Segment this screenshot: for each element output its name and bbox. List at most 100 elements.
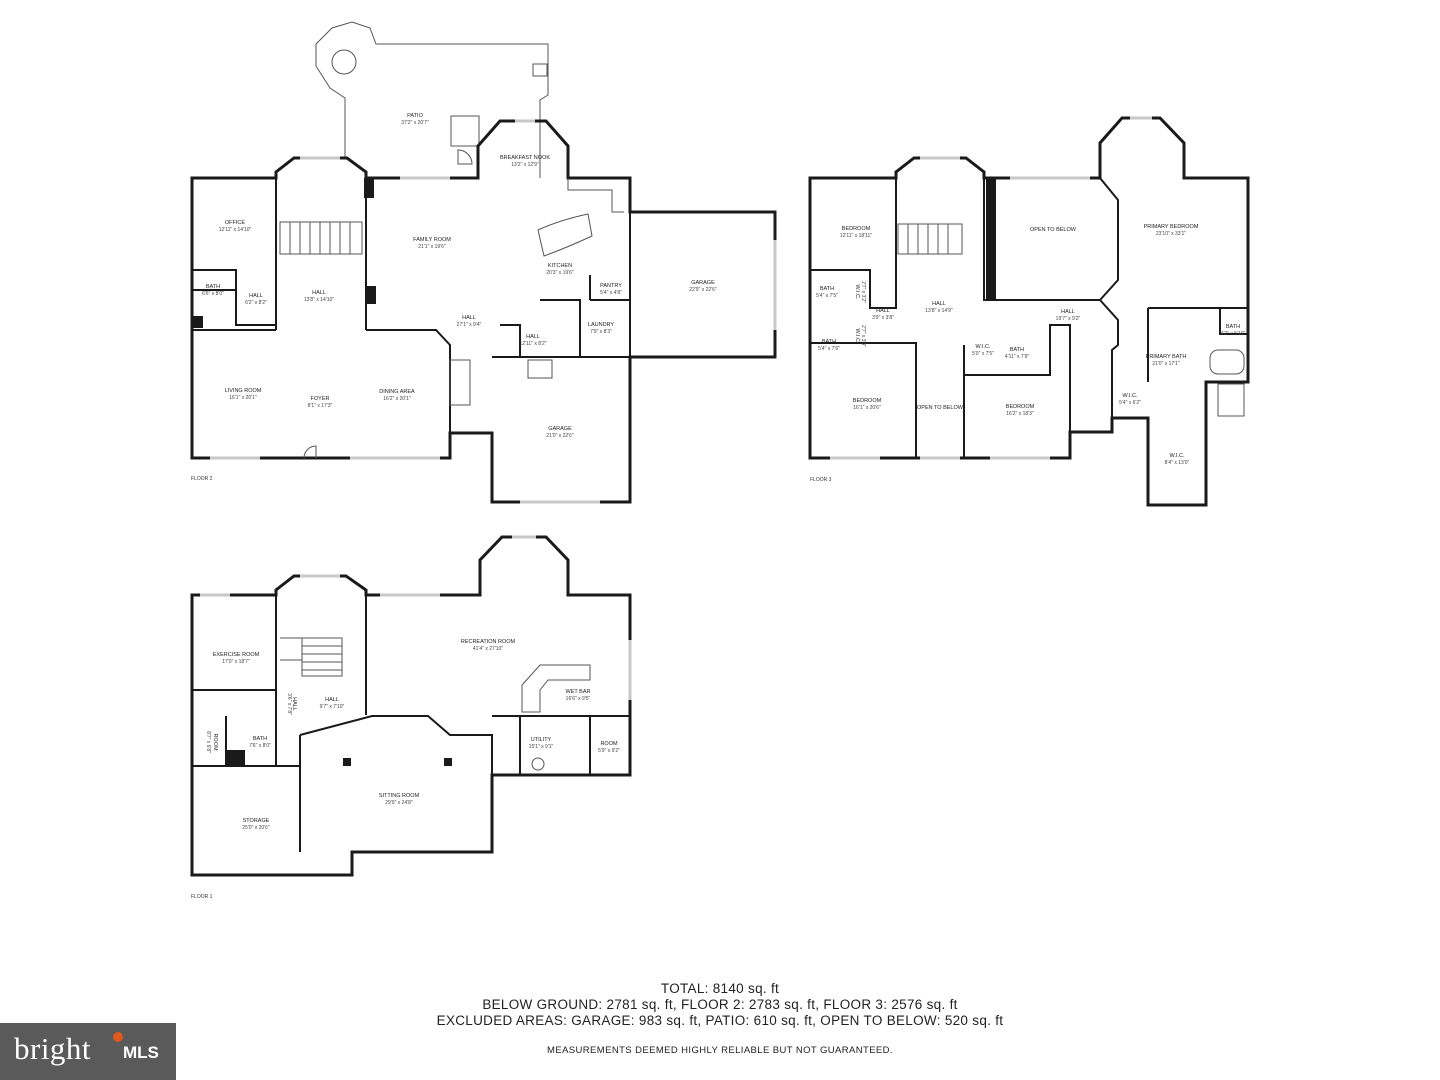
room-name: BEDROOM: [853, 398, 882, 404]
room-dim: 4'2" x 5'10": [1221, 331, 1246, 337]
room-dim: 23'10" x 33'1": [1156, 231, 1186, 237]
room-name: W.I.C.: [1170, 453, 1185, 459]
room-name: PATIO: [407, 113, 423, 119]
room-dim: 5'4" x 7'6": [818, 346, 840, 352]
room-dim: 7'6" x 8'0": [249, 743, 271, 749]
room-name: HALL: [462, 315, 476, 321]
room-dim: 16'2" x 20'1": [383, 396, 411, 402]
floor-2-interior-walls: [192, 178, 631, 433]
room-dim: 25'0" x 20'6": [242, 825, 270, 831]
floor-3-outline: [808, 116, 1250, 507]
floor-3-label: FLOOR 3: [810, 477, 832, 483]
floor-1-interior-walls: [192, 595, 630, 852]
room-dim: 13'8" x 14'10": [304, 297, 334, 303]
floor-1-stairs: [280, 637, 343, 677]
bathtub-icon: [1209, 349, 1245, 375]
room-dim: 19'7" x 9'2": [1056, 316, 1081, 322]
room-name: W.I.C.: [1123, 393, 1138, 399]
open-to-below-rail: [984, 177, 1119, 301]
room-name: BATH: [206, 284, 220, 290]
bath-fixture-icon: [227, 750, 245, 766]
room-name: EXERCISE ROOM: [213, 652, 260, 658]
room-name: DINING AREA: [379, 389, 415, 395]
room-name: BATH: [1010, 347, 1024, 353]
front-door-icon: [303, 445, 317, 459]
column-icon: [193, 316, 203, 328]
rail-icon: [986, 178, 996, 300]
room-dim: 7'9" x 8'3": [590, 329, 612, 335]
room-name: FOYER: [311, 396, 330, 402]
room-dim: 27'1" x 9'4": [457, 322, 482, 328]
room-name: PRIMARY BEDROOM: [1144, 224, 1199, 230]
room-name: ROOM: [600, 741, 618, 747]
room-dim: 15'1" x 9'1": [529, 744, 554, 750]
floor-2-label: FLOOR 2: [191, 476, 213, 482]
room-dim: 41'4" x 27'10": [473, 646, 503, 652]
room-labels: PATIO 37'2" x 20'7" BREAKFAST NOOK 13'2"…: [202, 113, 1245, 831]
logo-suffix: MLS: [123, 1043, 159, 1062]
room-name: W.I.C.: [976, 344, 991, 350]
room-name: SITTING ROOM: [379, 793, 420, 799]
patio-outline: [315, 21, 549, 178]
step-icon: [527, 359, 553, 379]
room-name: HALL: [325, 697, 339, 703]
room-dim: 12'11" x 8'2": [519, 341, 546, 347]
kitchen-island: [537, 213, 593, 257]
room-name: BATH: [820, 286, 834, 292]
patio-planter: [331, 49, 357, 75]
room-name: BEDROOM: [1006, 404, 1035, 410]
room-dim: 29'9" x 24'8": [385, 800, 413, 806]
wet-bar-counter: [521, 664, 591, 713]
room-name: ROOM: [212, 733, 218, 751]
room-name: BEDROOM: [842, 226, 871, 232]
room-dim: 12'11" x 14'10": [219, 227, 252, 233]
floor-2-stairs: [279, 221, 363, 255]
room-name: PANTRY: [600, 283, 622, 289]
room-dim: 21'0" x 17'1": [1152, 361, 1180, 367]
room-name: OPEN TO BELOW: [917, 405, 964, 411]
room-name: LIVING ROOM: [225, 388, 262, 394]
logo-word: bright: [14, 1031, 92, 1066]
room-dim: 3'6" x 7'8": [286, 693, 292, 715]
column-icon: [343, 758, 351, 766]
room-dim: 17'0" x 18'7": [222, 659, 250, 665]
room-dim: 8'7" x 6'8": [205, 731, 211, 753]
floor-1-plan: FLOOR 1: [190, 535, 632, 900]
room-name: GARAGE: [691, 280, 715, 286]
shower-icon: [1217, 383, 1245, 417]
patio-stairs: [450, 115, 480, 147]
floor-2-outline: [190, 119, 777, 504]
room-dim: 2'7" x 3'2": [860, 281, 866, 303]
room-dim: 20'3" x 19'6": [546, 270, 574, 276]
room-dim: 16'1" x 20'1": [229, 395, 257, 401]
room-dim: 37'2" x 20'7": [401, 120, 429, 126]
disclaimer: MEASUREMENTS DEEMED HIGHLY RELIABLE BUT …: [547, 1045, 893, 1056]
room-dim: 3'9" x 3'8": [872, 315, 894, 321]
room-dim: 21'1" x 19'6": [418, 244, 446, 250]
room-dim: 5'4" x 7'5": [816, 293, 838, 299]
room-name: BATH: [253, 736, 267, 742]
kitchen-counter: [567, 178, 624, 213]
room-name: FAMILY ROOM: [413, 237, 451, 243]
floor-3-interior-walls: [810, 178, 1248, 458]
water-heater-icon: [531, 757, 545, 771]
logo-accent-dot: [113, 1032, 123, 1042]
room-name: HALL: [526, 334, 540, 340]
room-dim: 16'2" x 18'3": [1006, 411, 1034, 417]
room-dim: 9'7" x 7'10": [320, 704, 345, 710]
room-name: LAUNDRY: [588, 322, 615, 328]
room-name: BREAKFAST NOOK: [500, 155, 550, 161]
floor-3-stairs: [897, 223, 963, 255]
floor-2-plan: FLOOR 2: [190, 21, 777, 504]
room-name: HALL: [291, 697, 297, 711]
room-dim: 2'7" x 3'3": [860, 325, 866, 347]
room-dim: 8'1" x 17'3": [308, 403, 333, 409]
room-name: STORAGE: [243, 818, 270, 824]
room-name: HALL: [1061, 309, 1075, 315]
excluded-areas: EXCLUDED AREAS: GARAGE: 983 sq. ft, PATI…: [436, 1013, 1004, 1028]
room-dim: 16'6" x 9'5": [566, 696, 591, 702]
room-dim: 5'9" x 9'2": [598, 748, 620, 754]
room-name: UTILITY: [531, 737, 552, 743]
room-dim: 13'2" x 12'9": [511, 162, 539, 168]
